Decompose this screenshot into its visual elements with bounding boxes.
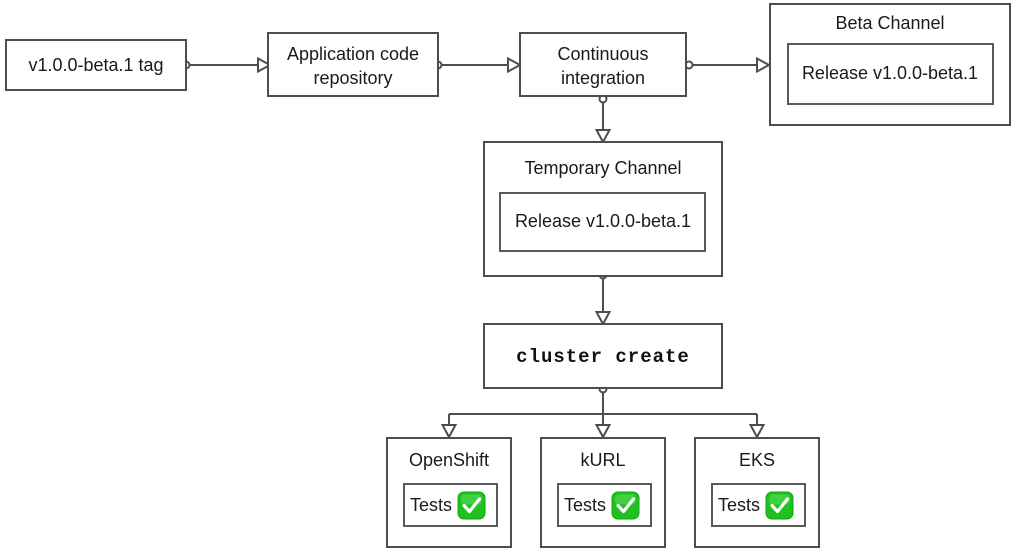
kurl-title: kURL: [580, 450, 625, 470]
beta-channel-release-box[interactable]: Release v1.0.0-beta.1: [787, 43, 994, 105]
eks-tests-box[interactable]: Tests: [711, 483, 806, 527]
node-repo-label-line2: repository: [313, 68, 392, 88]
node-tag[interactable]: v1.0.0-beta.1 tag: [5, 39, 187, 91]
edge-ci-to-temp-channel: [594, 94, 612, 145]
temporary-channel-title: Temporary Channel: [524, 158, 681, 178]
eks-tests-label: Tests: [718, 495, 760, 515]
node-temporary-channel[interactable]: Temporary Channel Release v1.0.0-beta.1: [483, 141, 723, 277]
node-tag-label: v1.0.0-beta.1 tag: [28, 55, 163, 75]
node-cluster-create[interactable]: cluster create: [483, 323, 723, 389]
eks-title: EKS: [739, 450, 775, 470]
edge-cluster-create-branches: [440, 384, 766, 440]
check-mark-green-icon: [765, 491, 794, 520]
edge-repo-to-ci: [433, 56, 523, 74]
cluster-create-label: cluster create: [516, 346, 690, 368]
check-mark-green-icon: [457, 491, 486, 520]
node-ci-label-line2: integration: [561, 68, 645, 88]
node-continuous-integration[interactable]: Continuous integration: [519, 32, 687, 97]
node-openshift[interactable]: OpenShift Tests: [386, 437, 512, 548]
temporary-channel-release-label: Release v1.0.0-beta.1: [515, 211, 691, 231]
node-application-code-repository[interactable]: Application code repository: [267, 32, 439, 97]
edge-tag-to-repo: [181, 56, 273, 74]
node-beta-channel[interactable]: Beta Channel Release v1.0.0-beta.1: [769, 3, 1011, 126]
node-repo-label-line1: Application code: [287, 44, 419, 64]
node-kurl[interactable]: kURL Tests: [540, 437, 666, 548]
kurl-tests-label: Tests: [564, 495, 606, 515]
check-mark-green-icon: [611, 491, 640, 520]
node-eks[interactable]: EKS Tests: [694, 437, 820, 548]
beta-channel-release-label: Release v1.0.0-beta.1: [802, 63, 978, 83]
kurl-tests-box[interactable]: Tests: [557, 483, 652, 527]
beta-channel-title: Beta Channel: [835, 13, 944, 33]
openshift-tests-label: Tests: [410, 495, 452, 515]
node-ci-label-line1: Continuous: [557, 44, 648, 64]
openshift-title: OpenShift: [409, 450, 489, 470]
temporary-channel-release-box[interactable]: Release v1.0.0-beta.1: [499, 192, 706, 252]
edge-temp-channel-to-cluster-create: [594, 270, 612, 327]
openshift-tests-box[interactable]: Tests: [403, 483, 498, 527]
edge-ci-to-beta-channel: [684, 56, 772, 74]
